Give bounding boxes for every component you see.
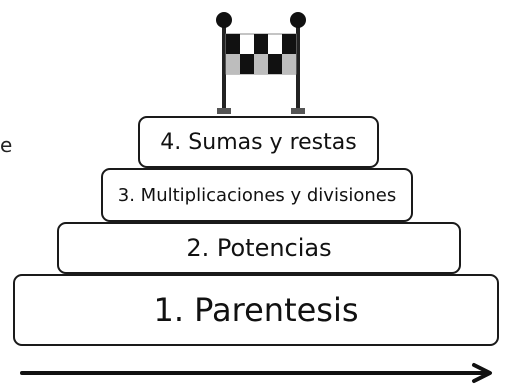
step-powers: 2. Potencias <box>57 222 461 274</box>
checkered-banner <box>225 33 297 75</box>
step-multiplications-and-divisions: 3. Multiplicaciones y divisiones <box>101 168 413 222</box>
step-label: 2. Potencias <box>186 234 332 262</box>
step-parentheses: 1. Parentesis <box>13 274 499 346</box>
step-label: 1. Parentesis <box>153 291 359 329</box>
step-sums-and-subtractions: 4. Sumas y restas <box>138 116 379 168</box>
step-label: 3. Multiplicaciones y divisiones <box>117 184 397 206</box>
step-label: 4. Sumas y restas <box>160 129 357 155</box>
cropped-text-fragment: e <box>0 133 13 157</box>
